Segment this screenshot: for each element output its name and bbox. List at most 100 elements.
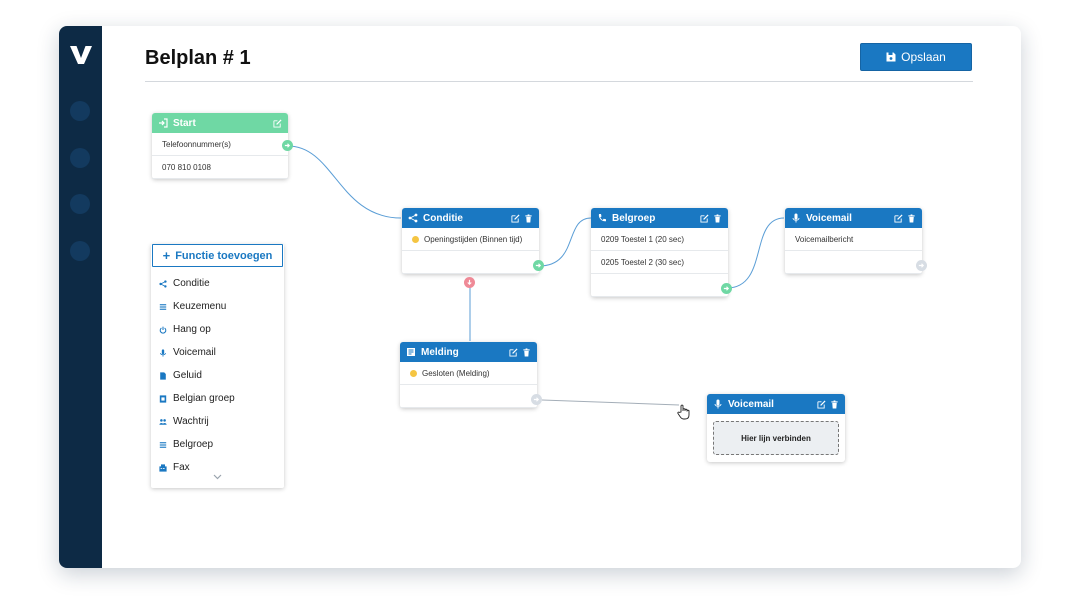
edit-icon[interactable]	[509, 347, 518, 357]
node-start-output-port[interactable]	[282, 140, 293, 151]
node-conditie-row-label: Openingstijden (Binnen tijd)	[424, 234, 523, 244]
function-item-hang-op[interactable]: Hang op	[151, 318, 284, 341]
floppy-disk-icon	[886, 52, 896, 62]
wire-conditie-belgroep	[538, 217, 592, 267]
node-melding-row-empty	[400, 385, 537, 408]
arrow-right-icon	[535, 263, 542, 268]
fax-icon	[159, 463, 167, 472]
function-item-conditie[interactable]: Conditie	[151, 272, 284, 295]
node-start-title: Start	[173, 117, 196, 129]
function-item-label: Conditie	[173, 278, 210, 289]
power-icon	[159, 326, 167, 334]
arrow-down-icon	[467, 279, 472, 286]
plus-icon: +	[162, 248, 171, 263]
node-conditie-false-port[interactable]	[464, 277, 475, 288]
phone-icon	[597, 213, 607, 223]
node-belgroep-output-port[interactable]	[721, 283, 732, 294]
node-belgroep-row-toestel-2: 0205 Toestel 2 (30 sec)	[591, 251, 728, 274]
node-melding[interactable]: Melding Gesloten (Melding)	[400, 342, 542, 408]
trash-icon[interactable]	[522, 347, 531, 357]
node-melding-row-label: Gesloten (Melding)	[422, 368, 490, 378]
node-conditie-output-port[interactable]	[533, 260, 544, 271]
function-item-label: Belgian groep	[173, 393, 235, 404]
node-start-header[interactable]: Start	[152, 113, 288, 133]
edit-icon[interactable]	[817, 399, 826, 409]
microphone-icon	[791, 213, 801, 223]
sidebar-nav-item-1[interactable]	[70, 101, 90, 121]
clock-icon	[412, 235, 419, 243]
save-button[interactable]: Opslaan	[860, 43, 972, 71]
function-item-belgroep[interactable]: Belgroep	[151, 433, 284, 456]
microphone-icon	[713, 399, 723, 409]
phone-book-icon	[159, 394, 167, 403]
sign-in-icon	[158, 118, 168, 128]
node-belgroep[interactable]: Belgroep 0209 Toestel 1 (20 sec) 0205 To…	[591, 208, 732, 297]
trash-icon[interactable]	[830, 399, 839, 409]
node-voicemail-header[interactable]: Voicemail	[785, 208, 922, 228]
wire-melding-dragging	[541, 399, 680, 406]
sidebar	[59, 26, 102, 568]
node-conditie-row-empty	[402, 251, 539, 274]
function-item-label: Fax	[173, 462, 190, 473]
node-melding-header[interactable]: Melding	[400, 342, 537, 362]
function-panel: + Functie toevoegen Conditie Keuzemenu H…	[151, 244, 284, 488]
function-item-fax[interactable]: Fax	[151, 456, 284, 479]
wire-start-conditie	[287, 145, 402, 219]
node-voicemail[interactable]: Voicemail Voicemailbericht	[785, 208, 927, 274]
node-conditie-row-opening-hours: Openingstijden (Binnen tijd)	[402, 228, 539, 251]
node-voicemail-row-empty	[785, 251, 922, 274]
function-item-label: Geluid	[173, 370, 202, 381]
sidebar-nav-item-2[interactable]	[70, 148, 90, 168]
arrow-right-icon	[918, 263, 925, 268]
share-icon	[408, 213, 418, 223]
node-belgroep-row-toestel-1: 0209 Toestel 1 (20 sec)	[591, 228, 728, 251]
node-voicemail-new-header[interactable]: Voicemail	[707, 394, 845, 414]
list-icon	[159, 303, 167, 311]
node-melding-output-port[interactable]	[531, 394, 542, 405]
node-belgroep-title: Belgroep	[612, 212, 656, 224]
function-item-label: Voicemail	[173, 347, 216, 358]
edit-icon[interactable]	[273, 118, 282, 128]
node-conditie-header[interactable]: Conditie	[402, 208, 539, 228]
node-conditie-title: Conditie	[423, 212, 463, 224]
node-voicemail-new[interactable]: Voicemail Hier lijn verbinden	[707, 394, 845, 462]
function-item-wachtrij[interactable]: Wachtrij	[151, 410, 284, 433]
brand-logo-icon[interactable]	[69, 43, 93, 67]
edit-icon[interactable]	[700, 213, 709, 223]
add-function-button[interactable]: + Functie toevoegen	[152, 244, 283, 267]
save-button-label: Opslaan	[901, 50, 946, 64]
trash-icon[interactable]	[524, 213, 533, 223]
wire-belgroep-voicemail	[726, 217, 785, 289]
sidebar-nav-item-3[interactable]	[70, 194, 90, 214]
trash-icon[interactable]	[713, 213, 722, 223]
function-item-voicemail[interactable]: Voicemail	[151, 341, 284, 364]
share-icon	[159, 279, 167, 288]
app-window: Belplan # 1 Opslaan Start Telefoonnummer…	[59, 26, 1021, 568]
hand-cursor-icon	[677, 404, 690, 420]
list-icon	[159, 441, 167, 449]
node-belgroep-header[interactable]: Belgroep	[591, 208, 728, 228]
arrow-right-icon	[284, 143, 291, 148]
edit-icon[interactable]	[894, 213, 903, 223]
node-conditie[interactable]: Conditie Openingstijden (Binnen tijd)	[402, 208, 544, 288]
page-title: Belplan # 1	[145, 47, 251, 69]
function-item-belgian-groep[interactable]: Belgian groep	[151, 387, 284, 410]
connection-dropzone[interactable]: Hier lijn verbinden	[713, 421, 839, 455]
node-start-row-phone-number: 070 810 0108	[152, 156, 288, 179]
node-start[interactable]: Start Telefoonnummer(s) 070 810 0108	[152, 113, 293, 179]
header-divider	[145, 81, 973, 82]
function-item-geluid[interactable]: Geluid	[151, 364, 284, 387]
function-item-keuzemenu[interactable]: Keuzemenu	[151, 295, 284, 318]
chevron-down-icon[interactable]	[213, 474, 222, 480]
trash-icon[interactable]	[907, 213, 916, 223]
sidebar-nav-item-4[interactable]	[70, 241, 90, 261]
function-item-label: Keuzemenu	[173, 301, 227, 312]
function-item-label: Wachtrij	[173, 416, 209, 427]
message-icon	[406, 347, 416, 357]
arrow-right-icon	[533, 397, 540, 402]
arrow-right-icon	[723, 286, 730, 291]
node-voicemail-output-port[interactable]	[916, 260, 927, 271]
function-list: Conditie Keuzemenu Hang op Voicemail Gel…	[151, 272, 284, 479]
node-voicemail-title: Voicemail	[806, 212, 852, 224]
edit-icon[interactable]	[511, 213, 520, 223]
